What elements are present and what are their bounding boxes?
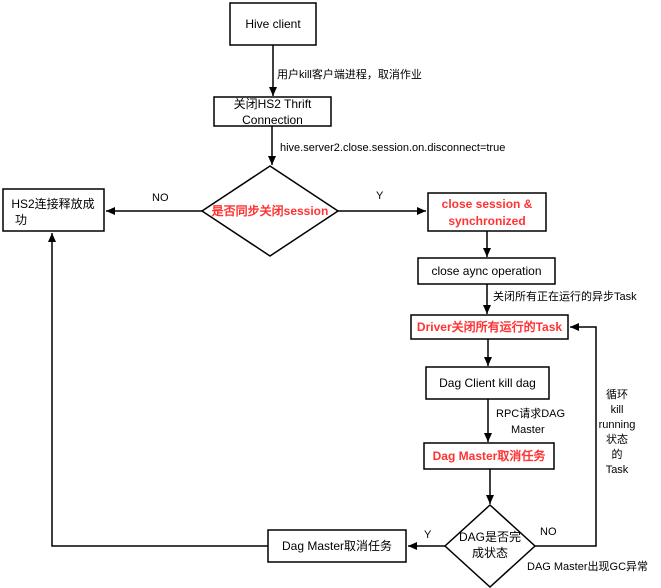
edge-label-rpc-2: Master xyxy=(511,424,545,436)
node-sync-decision: 是否同步关闭session xyxy=(200,165,340,257)
node-dag-master-cancel-label: Dag Master取消任务 xyxy=(433,448,547,463)
edge-label-loop-5: 的 xyxy=(612,447,623,461)
node-dag-master-cancel-2: Dag Master取消任务 xyxy=(267,529,407,563)
node-complete-decision: DAG是否完 成状态 xyxy=(443,503,537,588)
node-close-connection-label-2: Connection xyxy=(242,113,303,127)
node-hs2-success-label-2: 功 xyxy=(15,213,27,227)
edge-label-loop-6: Task xyxy=(606,464,629,476)
edge-label-no-left: NO xyxy=(152,192,169,204)
node-close-session-label-2: synchronized xyxy=(448,214,525,228)
node-driver-close: Driver关闭所有运行的Task xyxy=(410,314,569,340)
node-dag-master-cancel-2-label: Dag Master取消任务 xyxy=(282,538,392,553)
node-driver-close-label: Driver关闭所有运行的Task xyxy=(417,319,562,334)
edge-label-close-all-async: 关闭所有正在运行的异步Task xyxy=(493,289,637,303)
node-dag-client-kill: Dag Client kill dag xyxy=(425,366,550,400)
edge-label-loop-3: running xyxy=(599,419,636,431)
node-close-async: close aync operation xyxy=(417,257,556,285)
edge-label-gc-error: DAG Master出现GC异常 xyxy=(527,559,648,573)
edge-label-loop-2: kill xyxy=(611,404,624,416)
node-hive-client: Hive client xyxy=(229,2,317,46)
node-complete-decision-label-1: DAG是否完 xyxy=(459,529,521,544)
edge-label-user-kill: 用户kill客户端进程，取消作业 xyxy=(277,67,422,81)
node-sync-decision-label: 是否同步关闭session xyxy=(211,203,329,218)
edge-label-loop-4: 状态 xyxy=(606,432,628,446)
edge-label-loop: 循环 kill running 状态 的 Task xyxy=(599,388,636,476)
node-hs2-success: HS2连接释放成 功 xyxy=(2,188,105,232)
edge-label-disconnect-config: hive.server2.close.session.on.disconnect… xyxy=(280,142,505,154)
edge-label-rpc-1: RPC请求DAG xyxy=(496,407,565,420)
node-dag-client-kill-label: Dag Client kill dag xyxy=(439,376,536,390)
node-close-session: close session & synchronized xyxy=(427,192,547,232)
node-close-connection: 关闭HS2 Thrift Connection xyxy=(213,96,332,127)
edge-loop-back xyxy=(535,323,597,547)
node-complete-decision-label-2: 成状态 xyxy=(472,546,508,560)
edge-label-no-bottom: NO xyxy=(540,526,557,538)
node-hive-client-label: Hive client xyxy=(245,17,301,31)
node-dag-master-cancel: Dag Master取消任务 xyxy=(423,442,555,470)
edge-label-yes-right: Y xyxy=(376,190,384,202)
edge-label-loop-1: 循环 xyxy=(606,388,628,401)
edge-label-yes-bottom: Y xyxy=(424,529,432,541)
node-close-connection-label-1: 关闭HS2 Thrift xyxy=(234,97,312,111)
node-hs2-success-label-1: HS2连接释放成 xyxy=(11,196,94,211)
node-close-session-label-1: close session & xyxy=(442,197,533,211)
edge-cancel-to-success xyxy=(48,233,268,547)
node-close-async-label: close aync operation xyxy=(431,264,541,278)
